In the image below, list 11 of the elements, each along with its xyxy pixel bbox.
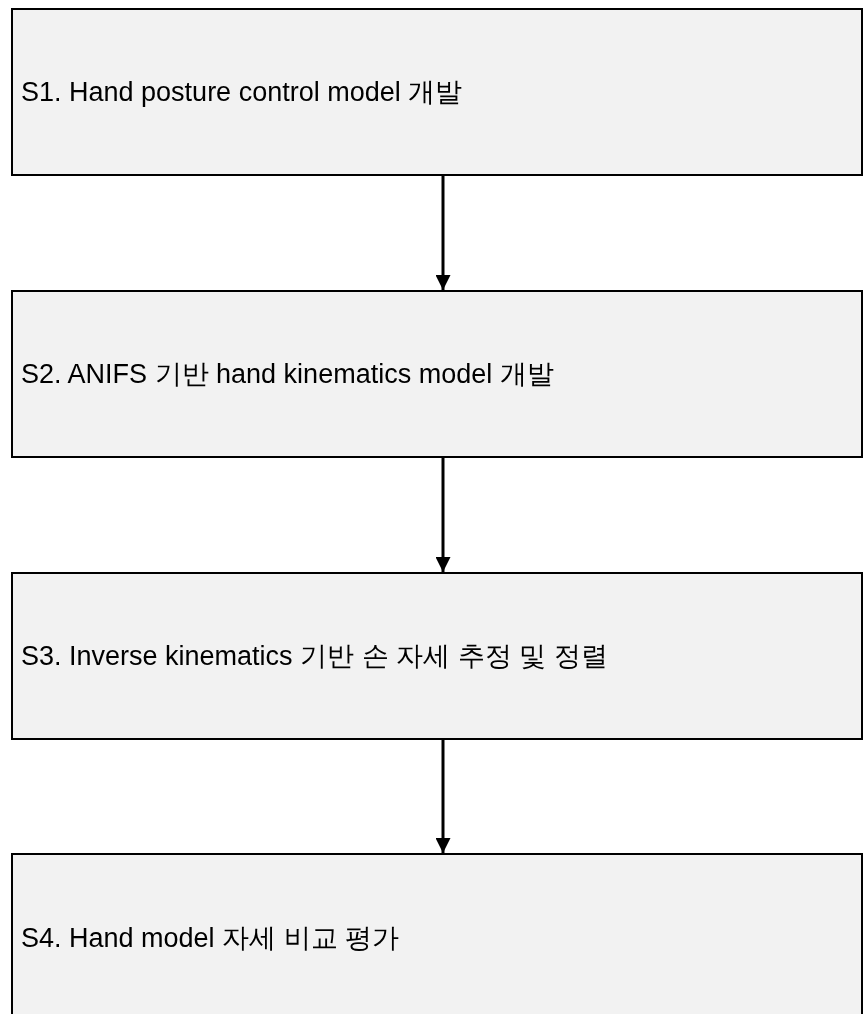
arrow: [435, 740, 451, 853]
step-label: S1. Hand posture control model 개발: [21, 75, 463, 109]
process-box: [11, 290, 863, 458]
arrow: [435, 458, 451, 572]
process-box: [11, 8, 863, 176]
step-label: S3. Inverse kinematics 기반 손 자세 추정 및 정렬: [21, 639, 608, 673]
step-label: S4. Hand model 자세 비교 평가: [21, 921, 400, 955]
process-box: [11, 853, 863, 1014]
arrow: [435, 176, 451, 290]
process-box: [11, 572, 863, 740]
step-label: S2. ANIFS 기반 hand kinematics model 개발: [21, 357, 554, 391]
